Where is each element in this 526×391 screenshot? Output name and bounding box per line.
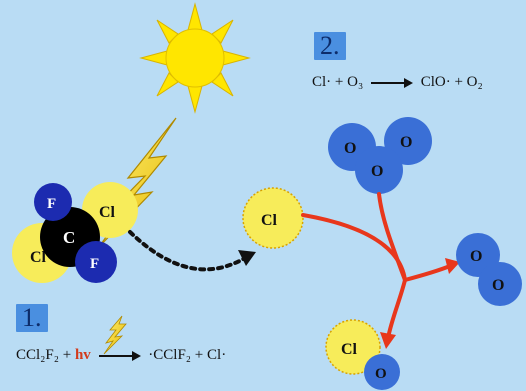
dotted-arrow: [128, 230, 256, 272]
fluorine-atom: F: [34, 183, 72, 221]
yields-arrow: [370, 77, 413, 88]
atom-label: O: [344, 140, 356, 157]
sun-icon: [139, 2, 251, 114]
product: O₂: [466, 74, 483, 90]
photon-label: hv: [74, 347, 91, 363]
reaction-arrowhead: [380, 332, 396, 349]
reaction-arrowhead: [445, 258, 460, 274]
atom-label: Cl: [341, 341, 358, 358]
chlorine-radical: Cl: [242, 187, 304, 249]
plus-sign: +: [454, 74, 463, 90]
reactant: O₃: [347, 74, 364, 90]
product: Cl·: [207, 347, 227, 363]
atom-label: O: [470, 248, 482, 265]
reactant: Cl·: [312, 74, 332, 90]
chlorine-atom: Cl: [325, 319, 381, 375]
atom-label: Cl: [30, 249, 47, 266]
atom-label: C: [63, 228, 75, 247]
reaction-arrows: [301, 192, 452, 340]
oxygen-atom: O: [355, 146, 403, 194]
step-2-equation: Cl· + O₃ ClO· + O₂: [312, 74, 483, 91]
step-1-equation: CCl₂F₂ + hv ·CClF₂ + Cl·: [16, 347, 226, 364]
step-2-badge: 2.: [314, 32, 346, 60]
atom-label: F: [90, 256, 99, 272]
plus-sign: +: [334, 74, 344, 90]
plus-sign: +: [194, 347, 204, 363]
yields-arrow: [98, 350, 141, 361]
plus-sign: +: [62, 347, 72, 363]
product: ·CClF₂: [148, 347, 192, 363]
ozone-molecule: O O O: [328, 117, 432, 194]
atom-label: O: [371, 163, 383, 180]
oxygen-molecule: O O: [456, 233, 522, 306]
atom-label: Cl: [261, 212, 278, 229]
product: ClO·: [420, 74, 451, 90]
chlorine-monoxide: Cl O: [325, 319, 400, 390]
step-1-badge: 1.: [16, 304, 48, 332]
cfc-molecule: Cl Cl C F F: [12, 182, 138, 283]
oxygen-atom: O: [384, 117, 432, 165]
lightning-bolt-icon: [103, 315, 127, 355]
atom-label: O: [492, 277, 504, 294]
oxygen-atom: O: [478, 262, 522, 306]
oxygen-atom: O: [364, 354, 400, 390]
reactant: CCl₂F₂: [16, 347, 59, 363]
atom-label: F: [47, 196, 56, 212]
atom-label: O: [375, 366, 387, 382]
atom-label: Cl: [99, 204, 116, 221]
fluorine-atom: F: [75, 241, 117, 283]
atom-label: O: [400, 134, 412, 151]
